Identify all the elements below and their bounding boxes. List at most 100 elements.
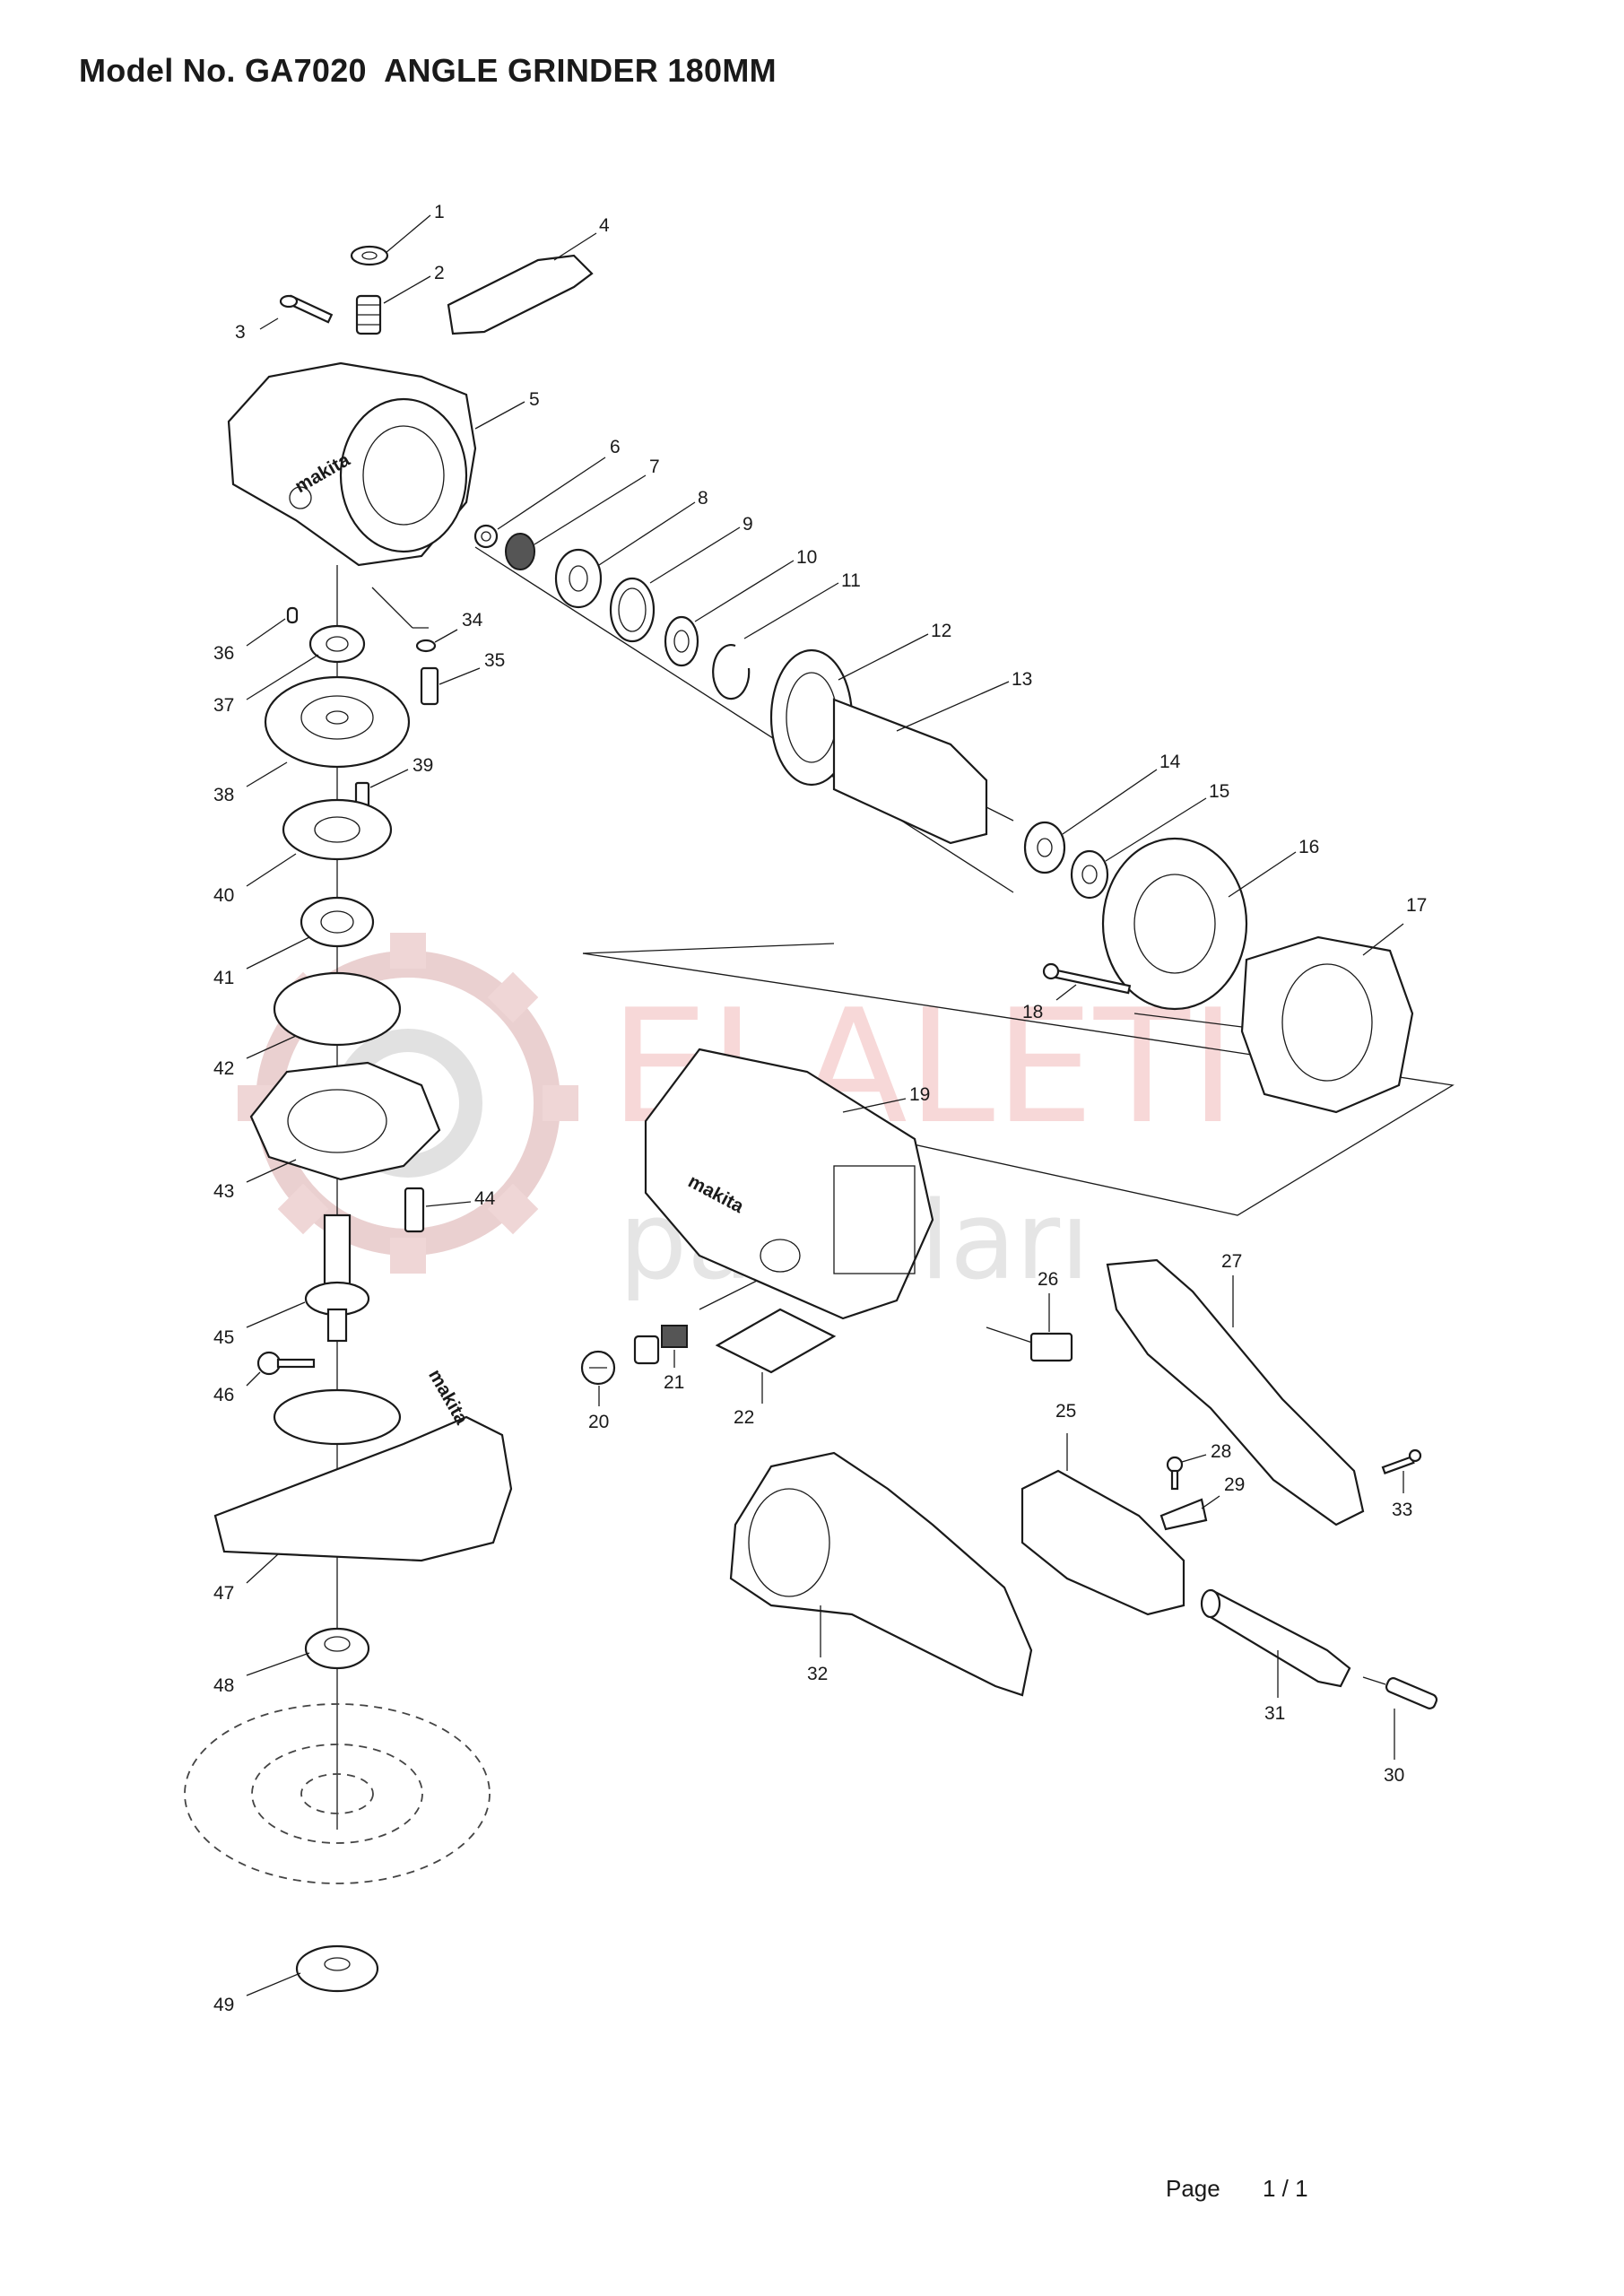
callout-42: 42 (213, 1035, 297, 1079)
callout-28: 28 (1181, 1441, 1231, 1463)
part-5-gear-housing (227, 361, 477, 567)
svg-text:41: 41 (213, 968, 234, 988)
svg-text:47: 47 (213, 1583, 234, 1604)
callout-22: 22 (734, 1372, 763, 1428)
callout-15: 15 (1105, 781, 1229, 862)
callout-39: 39 (369, 755, 433, 788)
assembly-guides (336, 546, 1455, 1830)
callout-33: 33 (1392, 1471, 1412, 1520)
part-36-pin (286, 606, 299, 624)
callout-19: 19 (842, 1084, 930, 1113)
svg-text:5: 5 (529, 389, 540, 410)
part-10-washer (664, 615, 699, 667)
callout-35: 35 (439, 650, 505, 685)
svg-text:13: 13 (1012, 669, 1032, 690)
svg-text:22: 22 (734, 1407, 754, 1428)
callout-40: 40 (213, 853, 297, 906)
part-21-brush-holder (633, 1325, 688, 1365)
svg-text:27: 27 (1221, 1251, 1242, 1272)
svg-text:39: 39 (413, 755, 433, 776)
callout-30: 30 (1384, 1709, 1404, 1786)
part-46-screw (256, 1351, 316, 1376)
svg-text:26: 26 (1038, 1269, 1058, 1290)
part-19-motor-housing: makita (644, 1048, 934, 1320)
part-32-rear-cover (729, 1451, 1033, 1697)
callout-13: 13 (896, 669, 1032, 732)
callout-27: 27 (1221, 1251, 1242, 1327)
wheel-guard-brand-mark: makita (424, 1366, 472, 1428)
svg-text:32: 32 (807, 1664, 828, 1684)
part-4-cover (447, 254, 594, 335)
part-26-carbon-brush (1029, 1332, 1073, 1362)
svg-text:3: 3 (235, 322, 246, 343)
svg-text:49: 49 (213, 1995, 234, 2015)
svg-text:1: 1 (434, 202, 445, 222)
callout-41: 41 (213, 936, 310, 988)
callout-49: 49 (213, 1972, 301, 2015)
svg-text:12: 12 (931, 621, 951, 641)
part-33-screw (1381, 1448, 1422, 1474)
svg-text:7: 7 (649, 457, 660, 477)
part-48-inner-flange (304, 1627, 370, 1670)
callout-3: 3 (235, 317, 279, 343)
part-3-screw (279, 294, 334, 324)
svg-text:48: 48 (213, 1675, 234, 1696)
callout-4: 4 (553, 215, 610, 261)
callout-8: 8 (598, 488, 708, 566)
svg-text:28: 28 (1211, 1441, 1231, 1462)
part-35-pin (420, 666, 439, 706)
svg-text:14: 14 (1159, 752, 1181, 772)
part-29-clip (1159, 1498, 1208, 1531)
svg-text:4: 4 (599, 215, 610, 236)
part-8-bearing (554, 548, 603, 609)
part-42-o-ring (273, 971, 402, 1047)
callout-17: 17 (1362, 895, 1427, 956)
svg-text:10: 10 (796, 547, 817, 568)
part-31-side-grip (1200, 1588, 1351, 1688)
part-9-ring (609, 577, 656, 643)
svg-text:19: 19 (909, 1084, 930, 1105)
part-30-cord (1362, 1676, 1438, 1709)
callout-26: 26 (1038, 1269, 1058, 1332)
part-44-screw (404, 1187, 425, 1233)
callout-38: 38 (213, 761, 288, 805)
svg-text:37: 37 (213, 695, 234, 716)
svg-text:35: 35 (484, 650, 505, 671)
part-34-o-ring (415, 639, 437, 653)
svg-text:44: 44 (474, 1188, 496, 1209)
svg-text:46: 46 (213, 1385, 234, 1405)
svg-text:20: 20 (588, 1412, 609, 1432)
svg-text:43: 43 (213, 1181, 234, 1202)
callout-1: 1 (385, 202, 445, 254)
svg-text:34: 34 (462, 610, 483, 631)
page-label: Page (1166, 2175, 1220, 2202)
callout-2: 2 (383, 263, 445, 304)
svg-text:31: 31 (1264, 1703, 1285, 1724)
svg-text:36: 36 (213, 643, 234, 664)
callout-46: 46 (213, 1371, 261, 1405)
callout-48: 48 (213, 1652, 310, 1696)
callout-45: 45 (213, 1301, 306, 1348)
svg-text:18: 18 (1022, 1002, 1043, 1022)
callout-14: 14 (1062, 752, 1181, 835)
svg-text:17: 17 (1406, 895, 1427, 916)
part-1-cap (350, 245, 389, 266)
svg-text:30: 30 (1384, 1765, 1404, 1786)
part-41-bearing (300, 896, 375, 948)
part-45-spindle (304, 1213, 370, 1343)
svg-text:38: 38 (213, 785, 234, 805)
callout-25: 25 (1055, 1401, 1076, 1471)
callout-16: 16 (1228, 837, 1319, 898)
callout-31: 31 (1264, 1650, 1285, 1724)
part-17-field (1240, 935, 1414, 1114)
svg-text:16: 16 (1298, 837, 1319, 857)
callout-labels: 1 2 3 4 5 6 7 8 9 10 11 12 13 14 15 16 1… (213, 202, 1427, 2015)
part-11-retaining-ring (712, 644, 751, 700)
svg-text:8: 8 (698, 488, 708, 509)
part-43-bearing-box (249, 1061, 441, 1181)
callout-12: 12 (838, 621, 951, 681)
part-7-pinion (505, 533, 535, 570)
callout-20: 20 (588, 1386, 609, 1432)
svg-text:15: 15 (1209, 781, 1229, 802)
